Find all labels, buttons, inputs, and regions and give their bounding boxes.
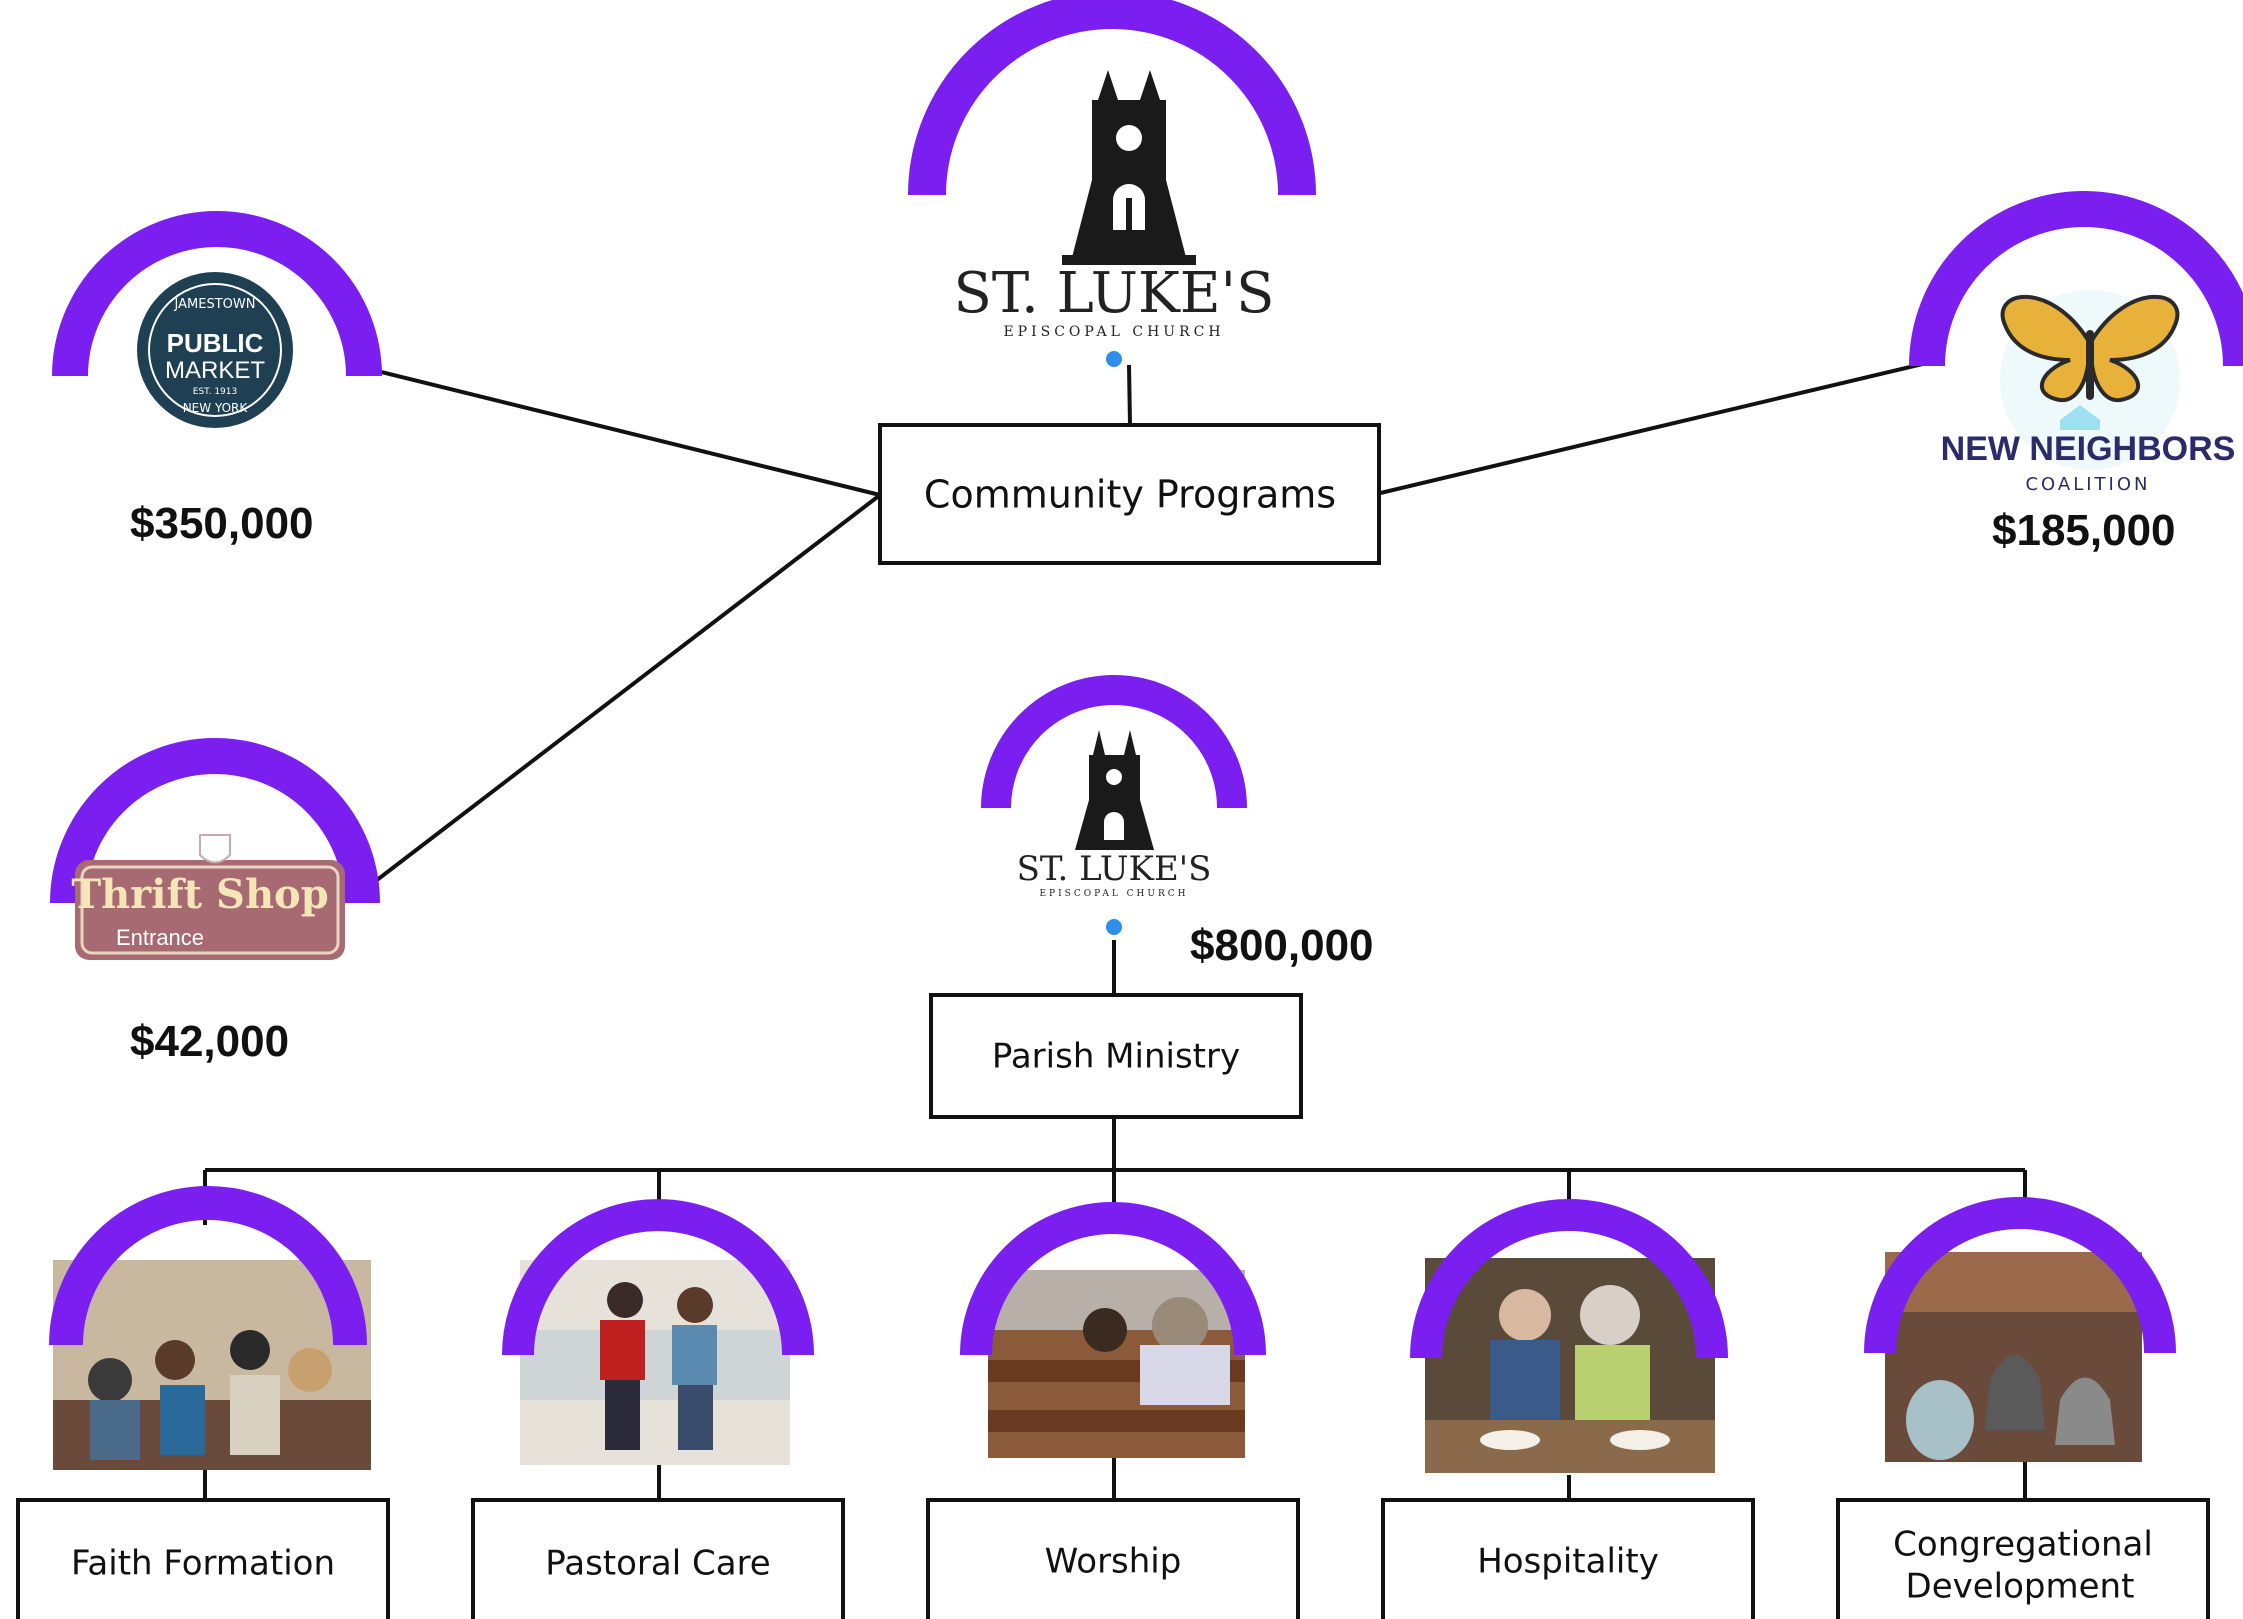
accent-arc	[52, 211, 382, 377]
parish-ministry-amount: $800,000	[1190, 921, 1374, 970]
hospitality-label: Hospitality	[1477, 1542, 1659, 1582]
group-gathering-photo	[53, 1260, 371, 1470]
accent-arc	[49, 1186, 367, 1346]
ministry-hospitality: Hospitality	[1381, 1199, 1755, 1619]
accent-arc	[1909, 191, 2243, 367]
node-box	[1836, 1498, 2210, 1619]
accent-arc	[1864, 1197, 2176, 1354]
logo-name: ST. LUKE'S	[1017, 849, 1212, 889]
public-market-logo: JAMESTOWN PUBLIC MARKET EST. 1913 NEW YO…	[137, 272, 293, 428]
node-box	[16, 1498, 390, 1619]
thrift-shop-partner: Thrift Shop Entrance $42,000	[50, 738, 380, 1066]
logo-subtitle: EPISCOPAL CHURCH	[1003, 324, 1224, 340]
logo-line-1: PUBLIC	[167, 328, 264, 358]
logo-bottom-text: NEW YORK	[183, 401, 249, 415]
public-market-amount: $350,000	[130, 499, 314, 548]
church-pews-photo	[988, 1270, 1245, 1458]
logo-est: EST. 1913	[193, 387, 237, 397]
connector-top-logo	[1127, 364, 1132, 426]
worship-label: Worship	[1045, 1542, 1182, 1582]
sign-line-1: Thrift Shop	[71, 871, 328, 918]
thrift-shop-amount: $42,000	[130, 1017, 289, 1066]
butterfly-icon	[2000, 290, 2180, 470]
community-programs-label: Community Programs	[924, 473, 1336, 517]
faith-formation-label: Faith Formation	[71, 1544, 335, 1584]
logo-line-1: NEW NEIGHBORS	[1941, 430, 2236, 468]
connector-thrift	[358, 493, 882, 895]
sign-line-2: Entrance	[116, 925, 204, 950]
ministry-faith-formation: Faith Formation	[16, 1186, 390, 1619]
congregational-label-line-2: Development	[1906, 1567, 2135, 1607]
bell-tower-photo	[1885, 1252, 2142, 1462]
connectors	[203, 359, 2027, 1500]
church-tower-icon	[1075, 730, 1154, 850]
logo-top-text: JAMESTOWN	[174, 297, 256, 312]
logo-line-2: MARKET	[165, 357, 265, 384]
node-box	[471, 1498, 845, 1619]
anchor-dot	[1106, 919, 1122, 935]
accent-arc	[502, 1199, 814, 1356]
kitchen-volunteers-photo	[520, 1260, 790, 1465]
new-neighbors-amount: $185,000	[1992, 506, 2176, 555]
new-neighbors-partner: NEW NEIGHBORS COALITION $185,000	[1909, 191, 2243, 555]
accent-arc	[981, 675, 1247, 809]
parish-ministry-label: Parish Ministry	[992, 1037, 1240, 1077]
st-lukes-logo-mid: ST. LUKE'S EPISCOPAL CHURCH	[981, 675, 1247, 935]
logo-name: ST. LUKE'S	[954, 261, 1275, 326]
accent-arc	[908, 0, 1316, 196]
ministry-congregational-development: Congregational Development	[1836, 1197, 2210, 1619]
accent-arc	[50, 738, 380, 904]
accent-arc	[1410, 1199, 1728, 1359]
parish-ministry-node: $800,000 Parish Ministry	[929, 921, 1374, 1119]
node-box	[878, 423, 1381, 565]
shared-meal-photo	[1425, 1258, 1715, 1473]
node-box	[926, 1498, 1300, 1619]
st-lukes-logo-top: ST. LUKE'S EPISCOPAL CHURCH	[908, 0, 1316, 367]
connector-market	[364, 366, 881, 497]
ministry-worship: Worship	[926, 1202, 1300, 1619]
community-programs-node: Community Programs	[878, 423, 1381, 565]
thrift-shop-sign: Thrift Shop Entrance	[71, 834, 345, 960]
connector-neighbors	[1371, 359, 1936, 497]
logo-line-2: COALITION	[2025, 474, 2150, 495]
accent-arc	[960, 1202, 1266, 1356]
node-box	[929, 993, 1303, 1119]
church-tower-icon	[1062, 70, 1196, 265]
anchor-dot	[1106, 351, 1122, 367]
logo-subtitle: EPISCOPAL CHURCH	[1039, 889, 1188, 899]
public-market-partner: JAMESTOWN PUBLIC MARKET EST. 1913 NEW YO…	[52, 211, 382, 548]
pastoral-care-label: Pastoral Care	[545, 1544, 770, 1584]
congregational-label-line-1: Congregational	[1893, 1525, 2153, 1565]
node-box	[1381, 1498, 1755, 1619]
ministry-pastoral-care: Pastoral Care	[471, 1199, 845, 1619]
